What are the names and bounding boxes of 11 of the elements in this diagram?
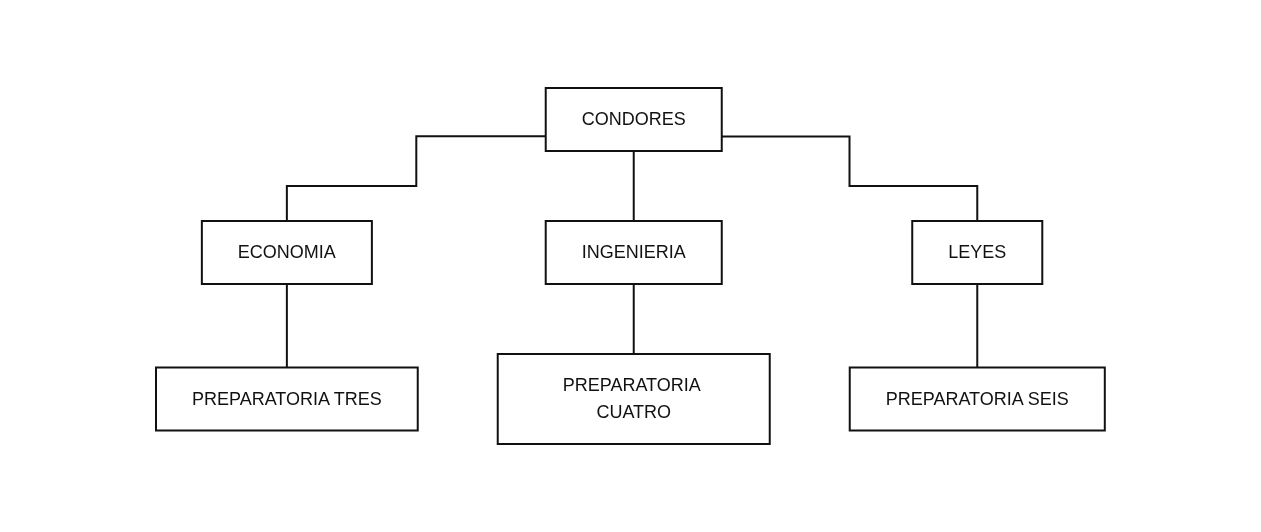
connector <box>285 283 288 369</box>
node-box: PREPARATORIA CUATRO <box>496 353 771 445</box>
connector <box>632 283 635 355</box>
node-box: PREPARATORIA TRES <box>155 366 419 432</box>
connector <box>632 150 635 222</box>
node-box: PREPARATORIA SEIS <box>848 366 1106 432</box>
node-box: INGENIERIA <box>544 220 723 285</box>
node-box: ECONOMIA <box>200 220 373 285</box>
node-box: LEYES <box>911 220 1044 285</box>
connector <box>976 283 979 369</box>
node-box: CONDORES <box>544 87 723 152</box>
